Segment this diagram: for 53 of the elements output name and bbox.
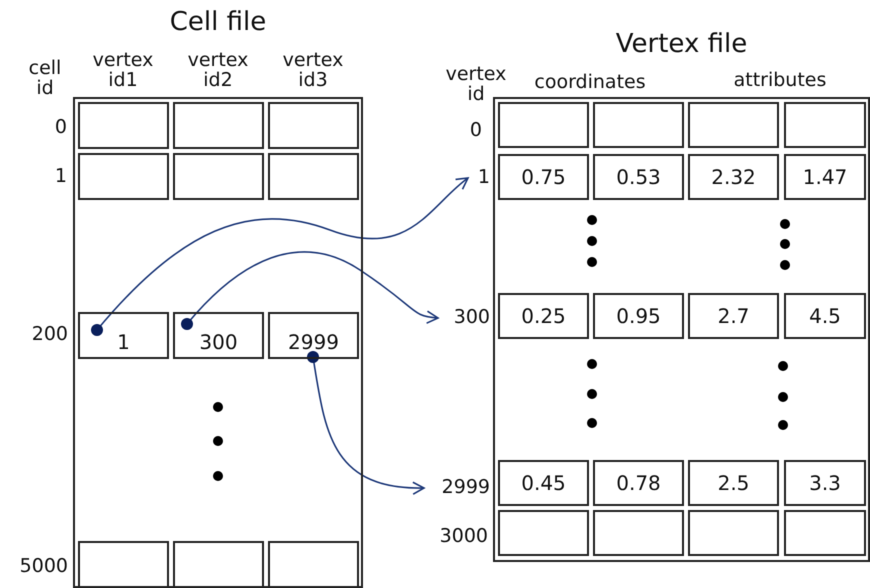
- table-cell: 3.3: [784, 460, 866, 506]
- empty-cell: [173, 153, 264, 200]
- table-title: Vertex file: [614, 29, 748, 59]
- row-index: 1: [54, 166, 67, 186]
- arrow: [181, 251, 439, 330]
- column-header: vertex id: [444, 64, 508, 104]
- column-header: attributes: [732, 70, 828, 90]
- empty-cell: [593, 510, 684, 556]
- table-cell: 0.45: [498, 460, 589, 506]
- table-cell: 2.7: [688, 293, 779, 339]
- table-cell: 0.25: [498, 293, 589, 339]
- empty-cell: [78, 541, 169, 588]
- empty-cell: [688, 510, 779, 556]
- table-cell: 1.47: [784, 154, 866, 200]
- column-header: vertex id3: [282, 50, 344, 90]
- empty-cell: [268, 153, 359, 200]
- column-header: cell id: [28, 58, 62, 98]
- table-cell: 0.95: [593, 293, 684, 339]
- table-cell: 2999: [268, 312, 359, 359]
- empty-cell: [268, 102, 359, 149]
- arrow: [307, 351, 425, 494]
- table-cell: 0.78: [593, 460, 684, 506]
- empty-cell: [593, 102, 684, 148]
- row-index: 3000: [438, 526, 488, 546]
- column-header: vertex id1: [92, 50, 154, 90]
- empty-cell: [173, 541, 264, 588]
- empty-cell: [173, 102, 264, 149]
- row-index: 1: [470, 166, 490, 190]
- row-index: 0: [54, 117, 67, 137]
- arrow: [91, 177, 469, 336]
- column-header: vertex id2: [186, 50, 250, 90]
- table-cell: 2.32: [688, 154, 779, 200]
- empty-cell: [268, 541, 359, 588]
- empty-cell: [784, 102, 866, 148]
- table-cell: 1: [78, 312, 169, 359]
- table-title: Cell file: [168, 7, 268, 37]
- empty-cell: [78, 102, 169, 149]
- table-cell: 0.53: [593, 154, 684, 200]
- empty-cell: [784, 510, 866, 556]
- row-index: 200: [30, 324, 68, 344]
- column-header: coordinates: [533, 72, 647, 92]
- empty-cell: [498, 510, 589, 556]
- empty-cell: [78, 153, 169, 200]
- table-cell: 0.75: [498, 154, 589, 200]
- row-index: 300: [440, 306, 490, 330]
- row-index: 0: [468, 120, 482, 140]
- table-cell: 300: [173, 312, 264, 359]
- table-cell: 2.5: [688, 460, 779, 506]
- row-index: 5000: [18, 556, 68, 576]
- table-cell: 4.5: [784, 293, 866, 339]
- empty-cell: [498, 102, 589, 148]
- empty-cell: [688, 102, 779, 148]
- row-index: 2999: [426, 476, 490, 500]
